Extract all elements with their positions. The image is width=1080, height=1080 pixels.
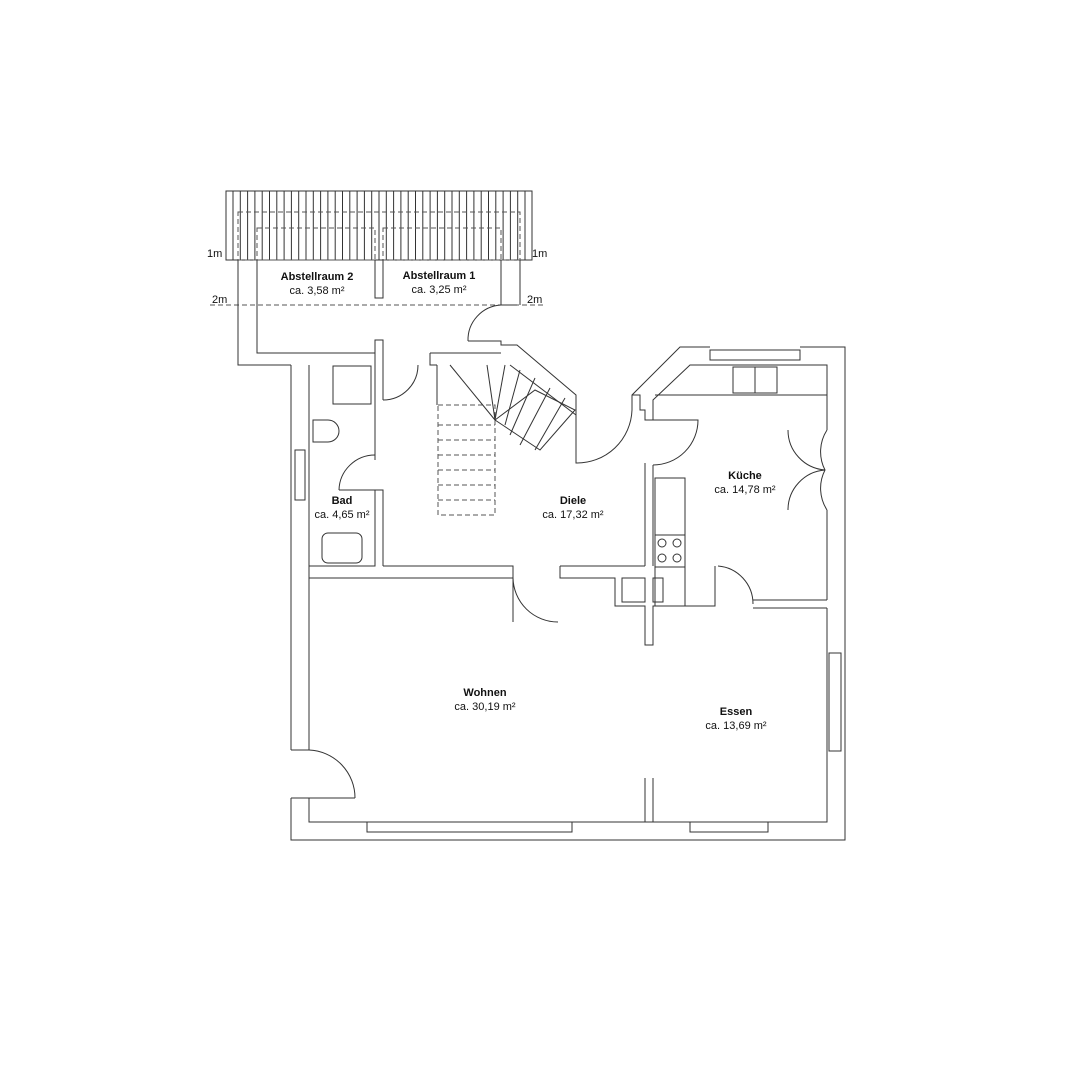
room-name: Wohnen [463, 687, 507, 699]
roof-hatch [225, 190, 533, 261]
height-marker-1m-left: 1m [207, 248, 223, 260]
height-marker-2m-left: 2m [212, 294, 228, 306]
room-area: ca. 3,58 m² [289, 285, 345, 297]
room-name: Küche [728, 470, 762, 482]
room-bad: Bad ca. 4,65 m² [314, 494, 369, 522]
room-area: ca. 3,25 m² [411, 284, 467, 296]
room-area: ca. 30,19 m² [454, 701, 516, 713]
room-essen: Essen ca. 13,69 m² [705, 705, 766, 733]
room-abstellraum-1: Abstellraum 1 ca. 3,25 m² [403, 269, 476, 297]
room-area: ca. 4,65 m² [314, 509, 370, 521]
room-name: Abstellraum 2 [280, 271, 354, 283]
room-kueche: Küche ca. 14,78 m² [714, 469, 775, 497]
height-marker-1m-right: 1m [532, 248, 548, 260]
room-area: ca. 14,78 m² [714, 484, 776, 496]
room-name: Essen [719, 706, 753, 718]
room-abstellraum-2: Abstellraum 2 ca. 3,58 m² [281, 270, 354, 298]
room-name: Abstellraum 1 [402, 270, 476, 282]
room-area: ca. 17,32 m² [542, 509, 604, 521]
room-wohnen: Wohnen ca. 30,19 m² [454, 686, 515, 714]
room-diele: Diele ca. 17,32 m² [542, 494, 603, 522]
room-area: ca. 13,69 m² [705, 720, 767, 732]
room-name: Bad [331, 495, 353, 507]
room-name: Diele [559, 495, 587, 507]
height-marker-2m-right: 2m [527, 294, 543, 306]
